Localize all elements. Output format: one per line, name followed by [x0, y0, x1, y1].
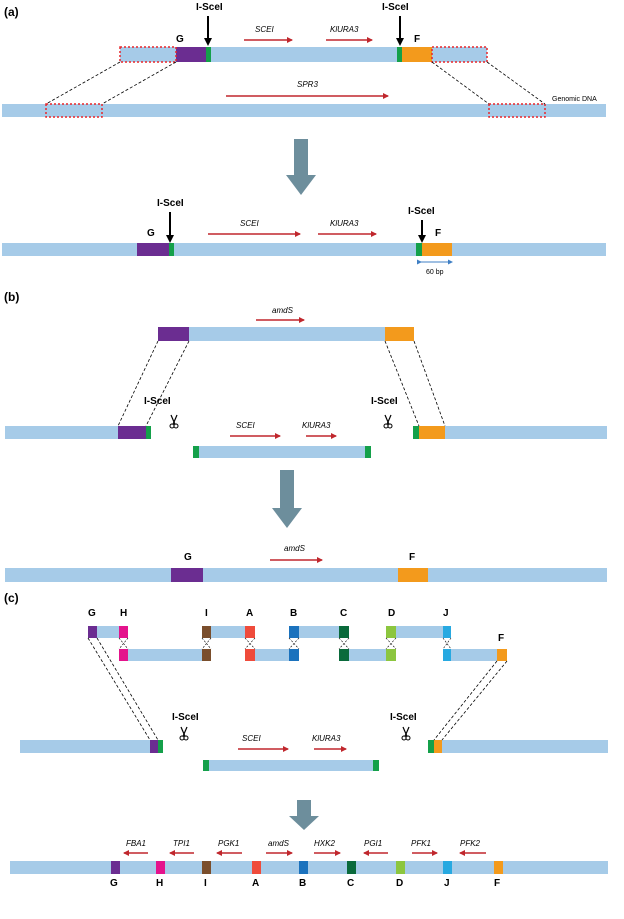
- bp-label: 60 bp: [426, 269, 444, 276]
- gene-tpi1: TPI1: [173, 839, 190, 848]
- isce1-label-a3: I-SceI: [157, 198, 184, 209]
- label-a-c1: A: [246, 608, 253, 619]
- isce1-label-a2: I-SceI: [382, 2, 409, 13]
- label-j-final: J: [444, 878, 450, 889]
- label-i-c1: I: [205, 608, 208, 619]
- gene-pfk1: PFK1: [411, 839, 431, 848]
- gene-scei-b: SCEI: [236, 421, 255, 430]
- gene-fba1: FBA1: [126, 839, 146, 848]
- scissors-icon: [383, 414, 393, 429]
- label-a-final: A: [252, 878, 259, 889]
- isce1-label-a1: I-SceI: [196, 2, 223, 13]
- homology-g: [176, 47, 206, 62]
- label-h-final: H: [156, 878, 163, 889]
- gene-kluras-b: KlURA3: [302, 421, 331, 430]
- down-arrow-icon: [289, 800, 319, 830]
- fragment-row-1: [88, 626, 451, 638]
- gene-kluras-a2: KlURA3: [330, 219, 359, 228]
- gene-amds-b1: amdS: [272, 306, 294, 315]
- label-c-final: C: [347, 878, 354, 889]
- isce1-label-c2: I-SceI: [390, 712, 417, 723]
- label-d-c1: D: [388, 608, 395, 619]
- gene-scei-c: SCEI: [242, 734, 261, 743]
- down-arrow-icon: [286, 139, 316, 195]
- isce1-label-b1: I-SceI: [144, 396, 171, 407]
- gene-scei-a: SCEI: [255, 25, 274, 34]
- isce1-label-a4: I-SceI: [408, 206, 435, 217]
- label-g-a2: G: [147, 228, 155, 239]
- down-arrow-icon: [272, 470, 302, 528]
- label-h-c1: H: [120, 608, 127, 619]
- label-f-b: F: [409, 552, 415, 563]
- gene-kluras-c: KlURA3: [312, 734, 341, 743]
- label-g-c1: G: [88, 608, 96, 619]
- gene-spr3: SPR3: [297, 80, 318, 89]
- genomic-dna-bar: [2, 104, 606, 117]
- final-assembly-bar: [10, 861, 608, 874]
- label-f-a: F: [414, 34, 420, 45]
- label-j-c1: J: [443, 608, 449, 619]
- gene-scei-a2: SCEI: [240, 219, 259, 228]
- cassette-a: [119, 46, 488, 63]
- panel-label-c: (c): [4, 591, 19, 605]
- label-c-c1: C: [340, 608, 347, 619]
- scissors-icon: [169, 414, 179, 429]
- label-d-final: D: [396, 878, 403, 889]
- gene-hxk2: HXK2: [314, 839, 335, 848]
- genomic-dna-label: Genomic DNA: [552, 96, 597, 103]
- label-b-c1: B: [290, 608, 297, 619]
- label-f-c1: F: [498, 633, 504, 644]
- fragment-row-2: [119, 649, 507, 661]
- label-f-a2: F: [435, 228, 441, 239]
- panel-label-b: (b): [4, 290, 19, 304]
- gene-kluras-a: KlURA3: [330, 25, 359, 34]
- label-g-b: G: [184, 552, 192, 563]
- scissors-icon: [401, 726, 411, 741]
- homology-f: [402, 47, 432, 62]
- label-i-final: I: [204, 878, 207, 889]
- isce1-label-b2: I-SceI: [371, 396, 398, 407]
- gene-pgi1: PGI1: [364, 839, 382, 848]
- label-g-a: G: [176, 34, 184, 45]
- gene-amds-b2: amdS: [284, 544, 306, 553]
- panel-label-a: (a): [4, 5, 19, 19]
- label-g-final: G: [110, 878, 118, 889]
- isce1-label-c1: I-SceI: [172, 712, 199, 723]
- label-b-final: B: [299, 878, 306, 889]
- gene-pfk2: PFK2: [460, 839, 481, 848]
- label-f-final: F: [494, 878, 500, 889]
- gene-pgk1: PGK1: [218, 839, 239, 848]
- gene-amds-c: amdS: [268, 839, 290, 848]
- scissors-icon: [179, 726, 189, 741]
